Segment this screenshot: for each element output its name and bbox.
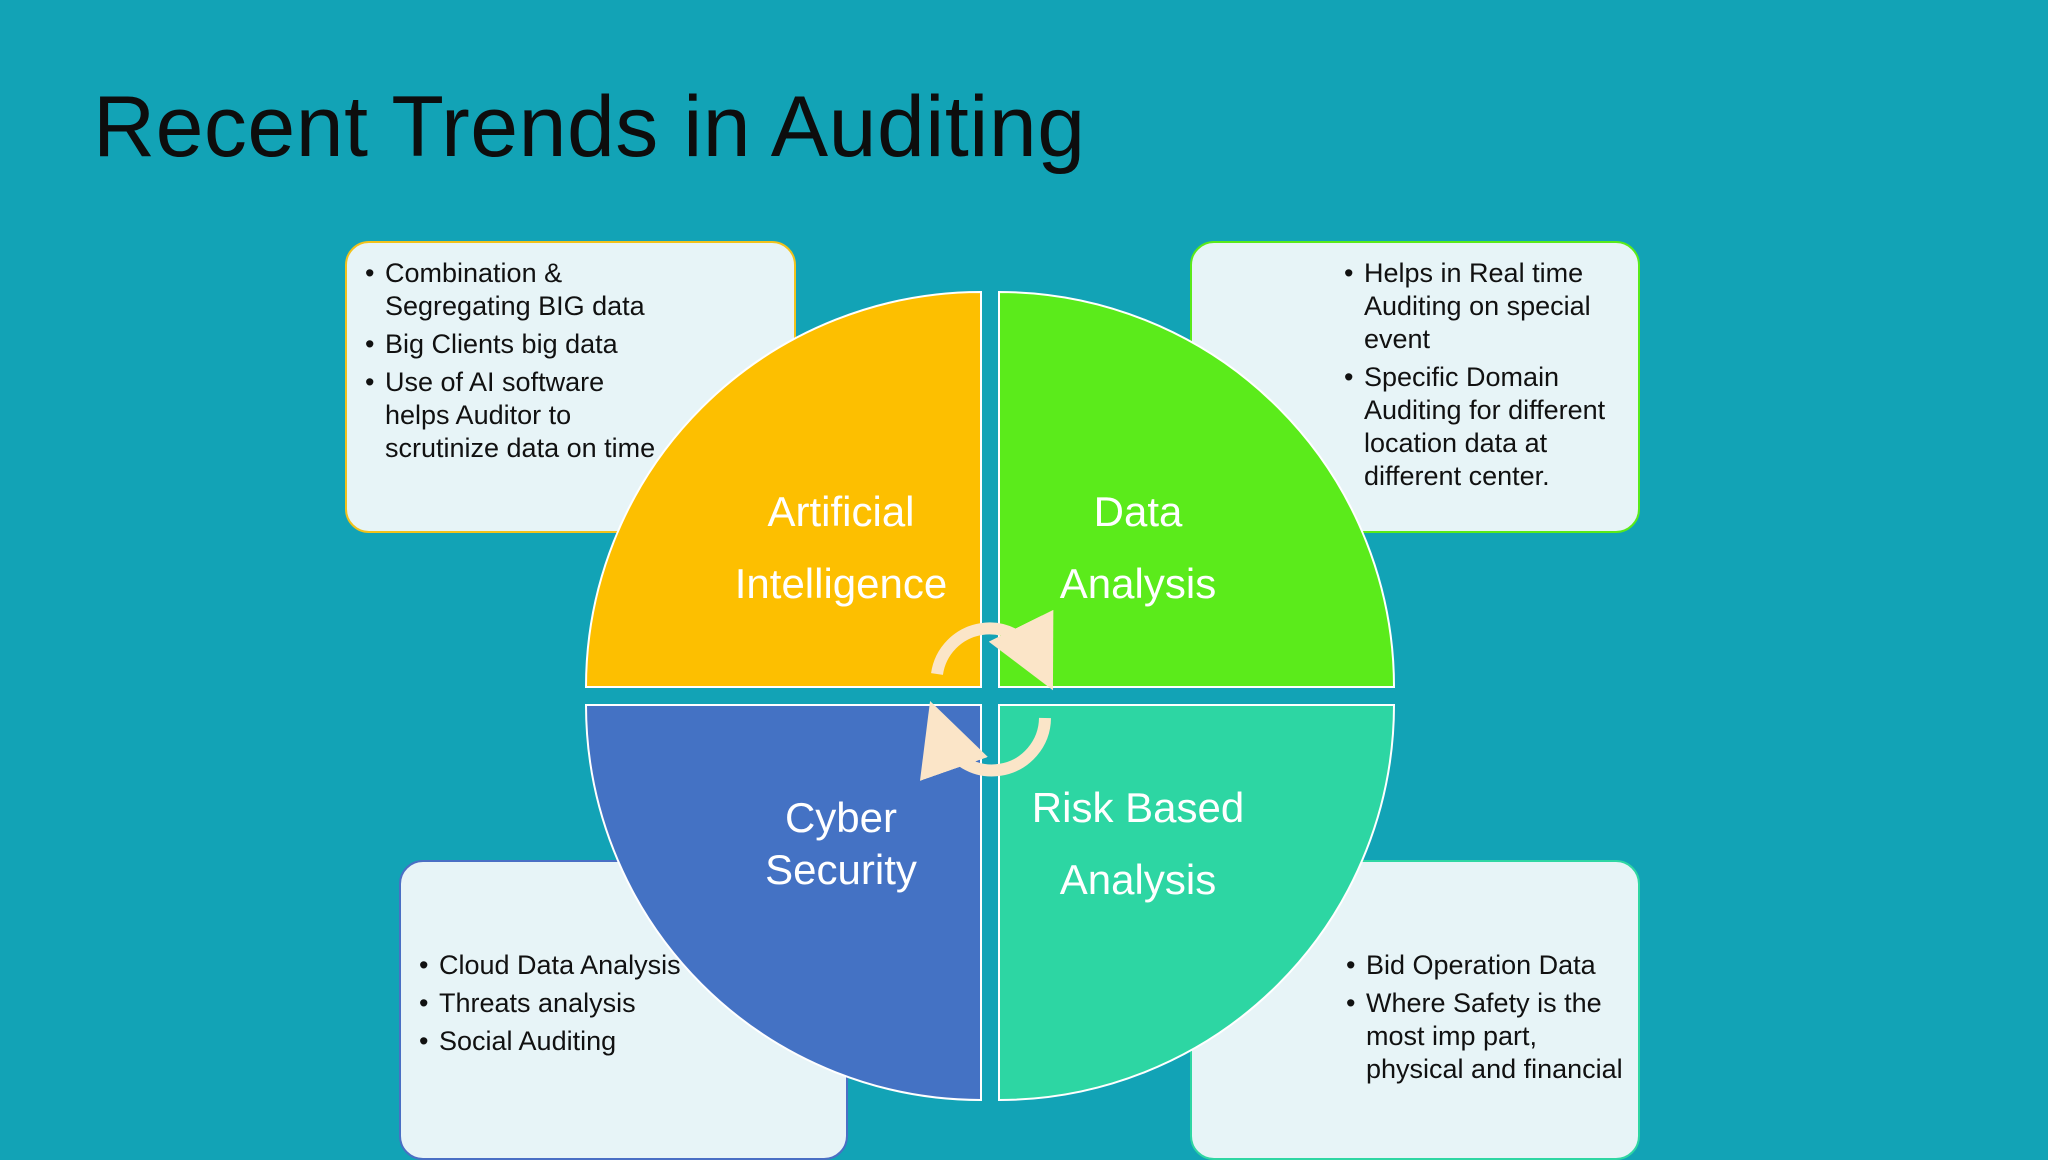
ai-notes-box: Combination & Segregating BIG data Big C…	[345, 241, 796, 533]
cycle-arrow-bottom-icon	[920, 701, 1051, 781]
cyber-security-note-item: Social Auditing	[419, 1025, 836, 1058]
quadrant-data-analysis-label-line2: Analysis	[1060, 560, 1216, 607]
cycle-arrow-top-icon	[931, 609, 1054, 691]
quadrant-data-analysis	[998, 290, 1396, 688]
cyber-security-note-item: Cloud Data Analysis	[419, 949, 836, 982]
quadrant-risk-based	[998, 704, 1396, 1102]
risk-based-note-item: Where Safety is the most imp part, physi…	[1346, 987, 1628, 1086]
quadrant-cyber-security-label-line2: Security	[765, 846, 917, 893]
data-analysis-notes-list: Helps in Real time Auditing on special e…	[1344, 257, 1628, 493]
ai-note-item: Big Clients big data	[365, 328, 665, 361]
ai-notes-list: Combination & Segregating BIG data Big C…	[365, 257, 665, 465]
risk-based-note-item: Bid Operation Data	[1346, 949, 1628, 982]
quadrant-ai-label-line1: Artificial	[767, 488, 914, 535]
quadrant-risk-based-label-line2: Analysis	[1060, 856, 1216, 903]
quadrant-cyber-security-label-line1: Cyber	[785, 794, 897, 841]
quadrant-cyber-security	[584, 704, 982, 1102]
ai-note-item: Combination & Segregating BIG data	[365, 257, 665, 323]
data-analysis-note-item: Specific Domain Auditing for different l…	[1344, 361, 1628, 493]
cyber-security-notes-list: Cloud Data Analysis Threats analysis Soc…	[419, 949, 836, 1058]
ai-note-item: Use of AI software helps Auditor to scru…	[365, 366, 665, 465]
quadrant-risk-based-label-line1: Risk Based	[1032, 784, 1244, 831]
slide-title: Recent Trends in Auditing	[93, 79, 1086, 175]
quadrant-data-analysis-label-line1: Data	[1094, 488, 1183, 535]
quadrant-ai-label-line2: Intelligence	[735, 560, 947, 607]
cyber-security-note-item: Threats analysis	[419, 987, 836, 1020]
quadrant-ai	[584, 290, 982, 688]
data-analysis-note-item: Helps in Real time Auditing on special e…	[1344, 257, 1628, 356]
risk-based-notes-list: Bid Operation Data Where Safety is the m…	[1346, 949, 1628, 1086]
